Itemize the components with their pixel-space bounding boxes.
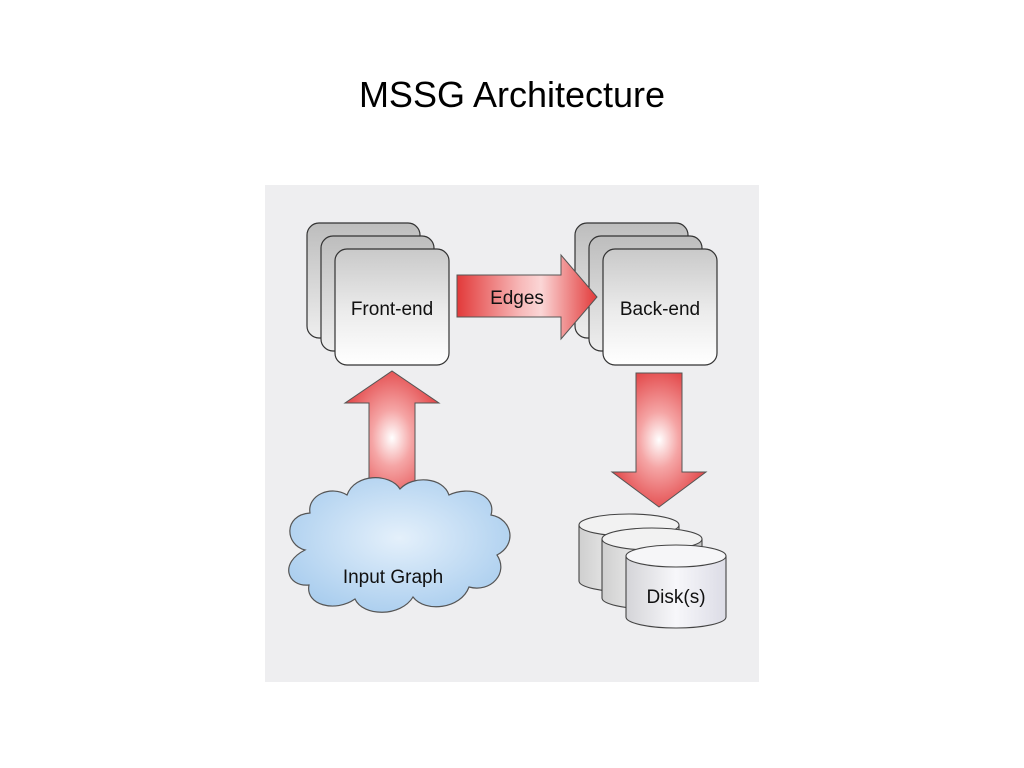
edges-label: Edges bbox=[490, 288, 544, 309]
edges-arrow: Edges bbox=[456, 253, 598, 341]
input-graph-cloud: Input Graph bbox=[288, 477, 511, 613]
disks-label: Disk(s) bbox=[646, 587, 705, 608]
input-graph-label: Input Graph bbox=[343, 567, 443, 588]
backend-to-disks-arrow bbox=[610, 372, 708, 508]
front-end-node: Front-end bbox=[306, 222, 450, 366]
architecture-diagram: Front-end Back-end Edges bbox=[265, 185, 759, 682]
front-end-label: Front-end bbox=[351, 299, 433, 320]
back-end-node: Back-end bbox=[574, 222, 718, 366]
slide-title: MSSG Architecture bbox=[358, 74, 666, 115]
back-end-label: Back-end bbox=[620, 299, 700, 320]
disks-node: Disk(s) bbox=[578, 513, 727, 629]
